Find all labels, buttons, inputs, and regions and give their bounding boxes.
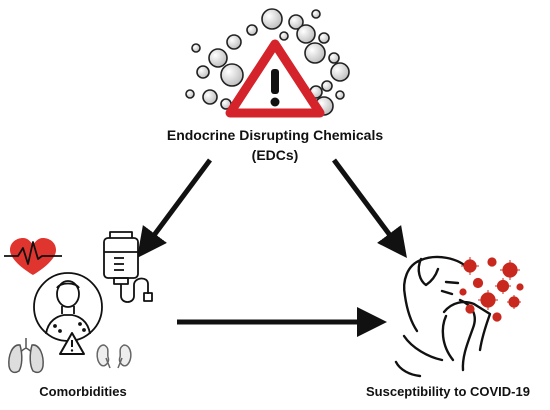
kidneys-icon [96, 344, 132, 369]
patient-head-icon [33, 272, 103, 342]
sneezing-person-icon [394, 255, 492, 378]
comorbidities-label: Comorbidities [39, 384, 127, 399]
heart-ecg-icon [4, 238, 62, 275]
small-warning-icon [59, 332, 85, 355]
edc-abbreviation: (EDCs) [251, 147, 299, 163]
chemical-bubbles-icon [185, 8, 350, 116]
arrow-edc-to-comorbidities [137, 158, 213, 259]
edc-title: Endocrine Disrupting Chemicals [166, 127, 384, 143]
virus-particles-icon [459, 257, 524, 322]
arrow-edc-to-covid [331, 158, 407, 259]
warning-triangle-icon [225, 39, 325, 118]
covid-susceptibility-label: Susceptibility to COVID-19 [366, 384, 530, 399]
lungs-icon [8, 338, 44, 374]
iv-drip-bag-icon [103, 231, 153, 303]
